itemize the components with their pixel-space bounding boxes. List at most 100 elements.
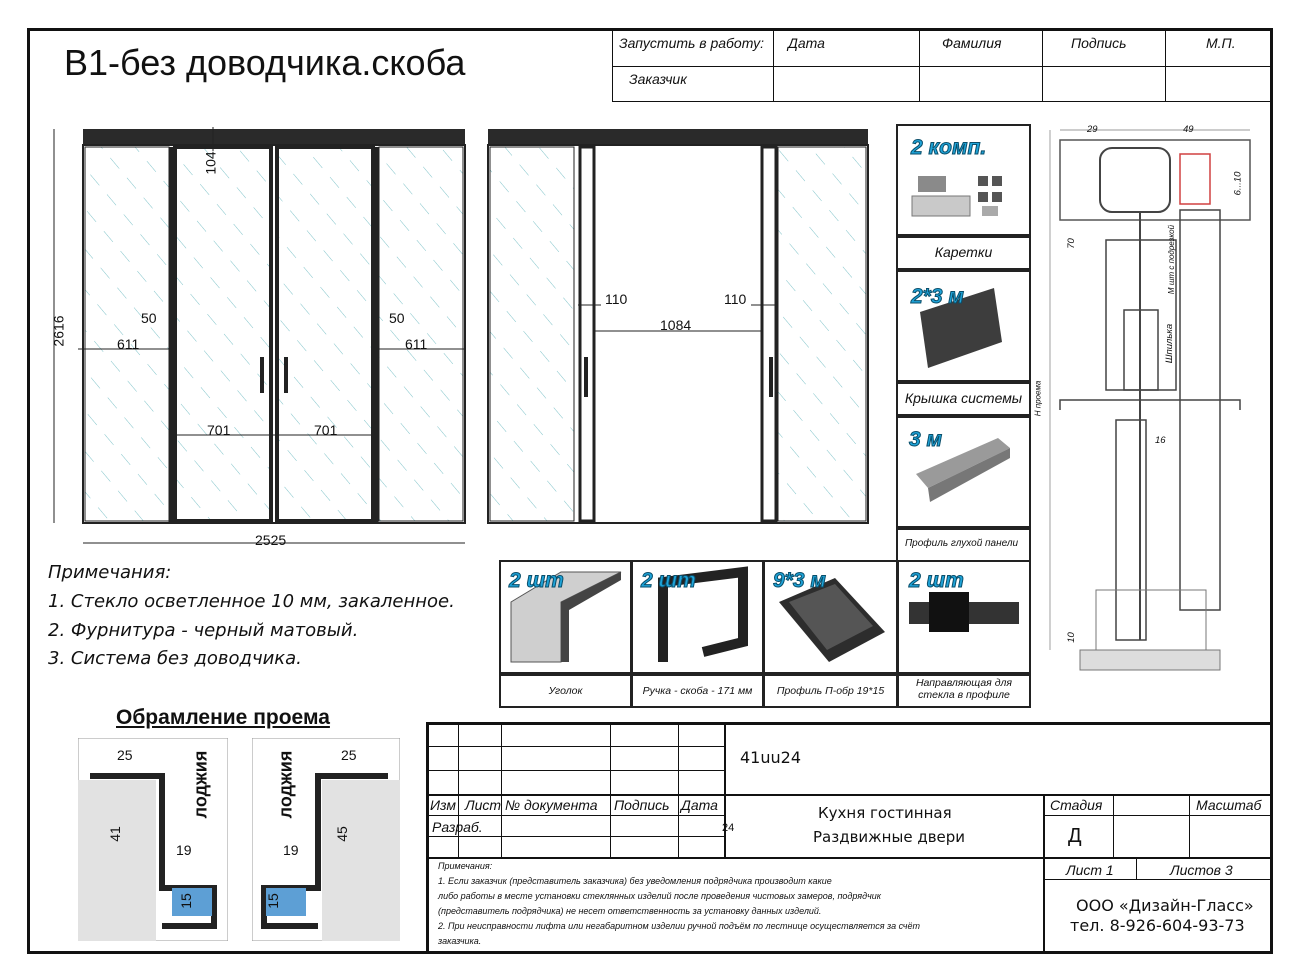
dim-1084: 1084 [660,317,692,333]
u-profile-icon [779,578,885,662]
dim-49: 49 [1183,124,1194,135]
note-2: 2. Фурнитура - черный матовый. [48,620,359,641]
dim-110-left: 110 [605,291,628,307]
dim-10: 10 [1065,632,1077,643]
cover-icon [920,288,1002,368]
guide-icon [909,592,1019,632]
product-qty-panel-profile: 3 м [908,428,943,452]
carriage-icon [911,176,1002,217]
col-date: Дата [681,797,718,813]
dim-right-50: 50 [389,310,405,326]
customer-label: Заказчик [612,66,774,102]
developer-date: 24 [722,822,735,834]
dim-left-50: 50 [141,310,157,326]
product-cover-image [896,270,1031,382]
surname-field[interactable] [919,66,1043,102]
remark-line-5: заказчика. [438,936,482,946]
note-1: 1. Стекло осветленное 10 мм, закаленное. [48,591,455,612]
signature-header: Подпись [1042,31,1166,67]
framing-left-drawing [78,738,228,941]
product-label-u-profile: Профиль П-обр 19*15 [776,685,885,697]
product-corner-image [499,560,632,674]
product-label-box-guide [897,674,1031,708]
product-panel-profile-image [896,416,1031,528]
date-field[interactable] [773,66,920,102]
drawing-title: В1-без доводчика.скоба [64,42,466,83]
col-doc: № документа [505,797,598,813]
note-3: 3. Система без доводчика. [48,648,302,669]
framing-right-label: лоджия [275,750,296,819]
product-u-profile-image [763,560,898,674]
product-guide-image [897,560,1031,674]
order-code: 41uu24 [740,748,801,767]
dim-top-104: 104 [202,151,219,175]
stamp-header: М.П. [1165,31,1273,67]
product-qty-carriage: 2 комп. [910,136,987,160]
signature-field[interactable] [1042,66,1166,102]
product-label-box-corner [499,674,632,708]
dim-left-611: 611 [117,336,140,352]
remark-line-2: либо работы в месте установки стеклянных… [438,891,881,901]
framing-right-45: 45 [333,826,350,842]
remarks-title: Примечания: [438,861,493,871]
product-qty-u-profile: 9*3 м [773,569,827,593]
nut-label: М шт с подрезкой [1167,224,1177,295]
framing-right-19: 19 [283,842,299,858]
product-label-box-cover [896,382,1031,416]
product-qty-corner: 2 шт [509,569,565,593]
framing-right-25: 25 [341,747,357,763]
remark-line-1: 1. Если заказчик (представитель заказчик… [438,876,832,886]
product-carriage-image [896,124,1031,236]
section-drawing [1049,129,1251,671]
stage-value: Д [1068,825,1082,847]
framing-left-label: лоджия [190,750,211,819]
developer-label: Разраб. [432,819,483,835]
product-qty-cover: 2*3 м [911,285,965,309]
project-line-2: Раздвижные двери [813,828,966,846]
col-izm: Изм [430,797,456,813]
dim-right-611: 611 [405,336,428,352]
framing-left-15: 15 [177,893,194,909]
sheet-count: Листов 3 [1170,862,1233,878]
framing-title: Обрамление проема [116,706,330,729]
product-label-handle: Ручка - скоба - 171 мм [642,685,753,697]
remark-line-3: (представитель подрядчика) не несет отве… [438,906,822,916]
stage-label: Стадия [1050,797,1103,813]
product-qty-handle: 2 шт [641,569,697,593]
stamp-block [426,722,1273,954]
dim-70: 70 [1065,238,1077,249]
screw-label: Шпилька [1164,323,1176,364]
notes-heading: Примечания: [48,562,172,583]
dim-110-right: 110 [724,291,747,307]
stamp-field[interactable] [1165,66,1273,102]
drawing-sheet [27,28,1273,954]
dim-6-10: 6...10 [1232,171,1244,196]
date-header: Дата [773,31,920,67]
project-line-1: Кухня гостинная [818,804,952,822]
height-label: Н проема [1033,380,1043,417]
sheet-number: Лист 1 [1066,862,1114,878]
product-label-panel-profile: Профиль глухой панели [904,538,1019,549]
framing-right-drawing [252,738,400,941]
framing-left-25: 25 [117,747,133,763]
launch-label: Запустить в работу: [612,31,774,67]
dim-701-a: 701 [207,422,231,438]
scale-label: Масштаб [1196,797,1262,813]
opening-drawing [487,129,869,524]
company-name: ООО «Дизайн-Гласс» [1076,896,1254,915]
product-label-box-carriage [896,236,1031,270]
product-label-carriage: Каретки [934,244,993,260]
corner-icon [510,571,622,663]
col-sign: Подпись [614,797,670,813]
dim-29: 29 [1087,124,1098,135]
handle-icon [658,566,748,662]
framing-left-41: 41 [106,826,123,842]
dim-total: 2525 [255,532,287,548]
surname-header: Фамилия [919,31,1043,67]
framing-right-15: 15 [264,893,281,909]
dim-701-b: 701 [314,422,338,438]
product-qty-guide: 2 шт [909,569,965,593]
dim-16: 16 [1155,435,1166,446]
framing-left-19: 19 [176,842,192,858]
front-elevation-drawing [53,127,466,544]
